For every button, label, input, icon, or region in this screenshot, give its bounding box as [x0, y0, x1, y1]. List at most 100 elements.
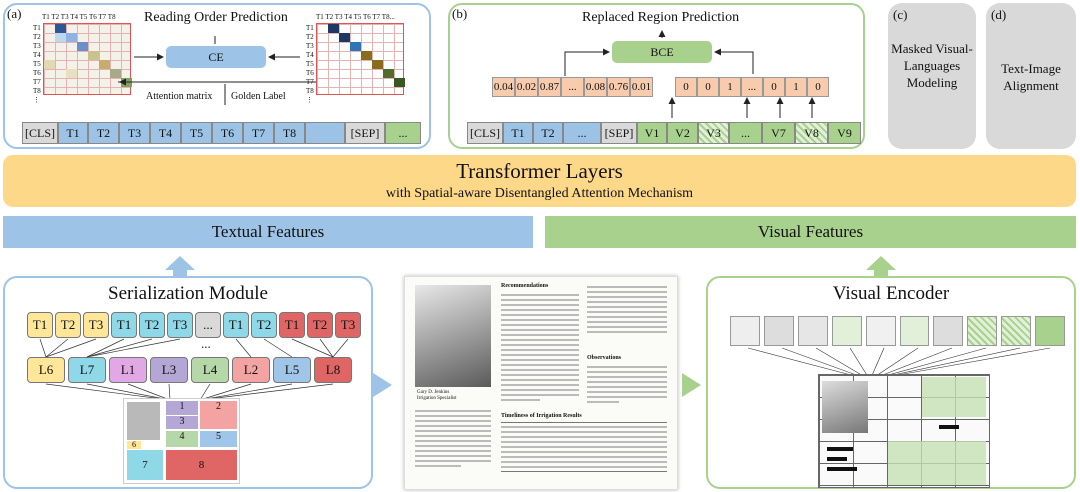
panel-d-title: Text-Image Alignment	[1001, 61, 1061, 93]
panel-b-title: Replaced Region Prediction	[582, 10, 740, 25]
redacted-line	[939, 425, 959, 429]
token-t7: T7	[243, 122, 274, 144]
region-5: 5	[200, 431, 237, 447]
redacted-line	[827, 447, 853, 451]
pred-value: 0.76	[607, 77, 630, 97]
label-value: 0	[807, 77, 829, 97]
middle-ellipsis: ...	[201, 336, 211, 351]
layout-token-card: L4	[191, 357, 229, 383]
panel-a-reading-order	[3, 3, 431, 149]
token-t8: T8	[274, 122, 305, 144]
photo-region	[127, 402, 160, 440]
patched-document	[818, 374, 990, 488]
label-value: ...	[741, 77, 763, 97]
region-7: 7	[127, 450, 163, 480]
bce-loss-box: BCE	[612, 41, 712, 63]
person-photo	[415, 285, 491, 387]
pred-value: 0.02	[515, 77, 538, 97]
right-text-block	[587, 283, 667, 336]
textual-features-bar: Textual Features	[3, 216, 533, 248]
panel-a-tag: (a)	[7, 6, 22, 21]
visual-encoder-title: Visual Encoder	[832, 283, 950, 304]
label-value: 0	[697, 77, 719, 97]
token-t2: T2	[533, 122, 563, 144]
token-v1: V1	[637, 122, 667, 144]
transformer-layers-block	[3, 155, 1076, 207]
token-v7: V7	[762, 122, 795, 144]
results-table	[501, 422, 667, 472]
col-heading-recommendations: Recommendations	[501, 283, 549, 289]
golden-col-labels: T1 T2 T3 T4 T5 T6 T7 T8...	[316, 13, 395, 21]
ce-loss-box: CE	[166, 46, 266, 68]
text-token-card: T3	[335, 312, 361, 338]
textual-features-label: Textual Features	[211, 222, 325, 241]
text-token-card: ...	[195, 312, 221, 338]
region-6: 6	[127, 441, 141, 449]
serialization-connectors	[39, 338, 349, 401]
text-token-card: T2	[251, 312, 277, 338]
text-token-card: T3	[83, 312, 109, 338]
masked-patch	[888, 441, 986, 485]
golden-label-caption: Golden Label	[231, 91, 286, 102]
token-ellipsis: ...	[729, 122, 762, 144]
attn-col-labels: T1 T2 T3 T4 T5 T6 T7 T8	[42, 13, 116, 21]
attention-matrix	[43, 23, 132, 95]
pred-value: 0.04	[492, 77, 515, 97]
image-patch-row	[730, 316, 1066, 346]
text-token-card: T2	[307, 312, 333, 338]
redacted-line	[827, 467, 857, 471]
panel-a-arrows	[118, 36, 331, 105]
token-t1: T1	[58, 122, 88, 144]
visual-features-label: Visual Features	[757, 222, 864, 241]
token-t4: T4	[150, 122, 181, 144]
layout-token-card: L6	[27, 357, 65, 383]
token-cls: [CLS]	[22, 122, 58, 144]
text-token-card: T3	[167, 312, 193, 338]
token-t1: T1	[503, 122, 533, 144]
left-text-block	[415, 407, 491, 470]
label-value: 0	[675, 77, 697, 97]
layout-token-card: L7	[68, 357, 106, 383]
token-ellipsis: ...	[563, 122, 601, 144]
ce-label: CE	[208, 49, 224, 64]
label-value: 0	[763, 77, 785, 97]
panel-c-mvlm	[888, 3, 976, 149]
label-value: 1	[785, 77, 807, 97]
token-t3: T3	[119, 122, 150, 144]
token-sep: [SEP]	[601, 122, 637, 144]
panel-b-arrows	[564, 30, 816, 118]
token-sep: [SEP]	[345, 122, 385, 144]
token-v3: V3	[698, 122, 729, 144]
attention-matrix-caption: Attention matrix	[146, 91, 213, 102]
panel-b-tag: (b)	[452, 6, 468, 21]
panel-d-tag: (d)	[991, 7, 1007, 22]
text-token-card: T1	[223, 312, 249, 338]
panel-b-replaced-region	[448, 3, 865, 149]
token-cls: [CLS]	[467, 122, 503, 144]
pred-value: ...	[561, 77, 584, 97]
col-heading-observations: Observations	[587, 355, 622, 361]
right-text-block-2	[587, 363, 667, 406]
text-token-card: T1	[27, 312, 53, 338]
flow-arrows	[165, 256, 896, 397]
transformer-title: Transformer Layers	[456, 159, 623, 183]
text-token-card: T2	[55, 312, 81, 338]
visual-encoder-panel	[706, 276, 1076, 489]
token-gap	[305, 122, 345, 144]
table-title: Timeliness of Irrigation Results	[501, 413, 582, 419]
panel-d-alignment	[986, 3, 1076, 149]
token-v2: V2	[667, 122, 698, 144]
panel-c-title: Masked Visual-Languages Modeling	[891, 41, 973, 90]
region-4: 4	[166, 431, 198, 447]
panel-a-title: Reading Order Prediction	[144, 10, 288, 25]
masked-patch	[922, 377, 986, 417]
token-ellipsis: ...	[385, 122, 421, 144]
token-t6: T6	[212, 122, 243, 144]
input-document-page: Gary D. Jenkins Irrigation Specialist Re…	[404, 276, 678, 490]
bce-label: BCE	[650, 44, 674, 59]
visual-features-bar: Visual Features	[545, 216, 1076, 248]
photo-caption-role: Irrigation Specialist	[417, 396, 457, 401]
segmented-document-thumbnail: 1 3 2 4 5 6 7 8	[123, 398, 240, 484]
region-1: 1	[166, 401, 198, 415]
